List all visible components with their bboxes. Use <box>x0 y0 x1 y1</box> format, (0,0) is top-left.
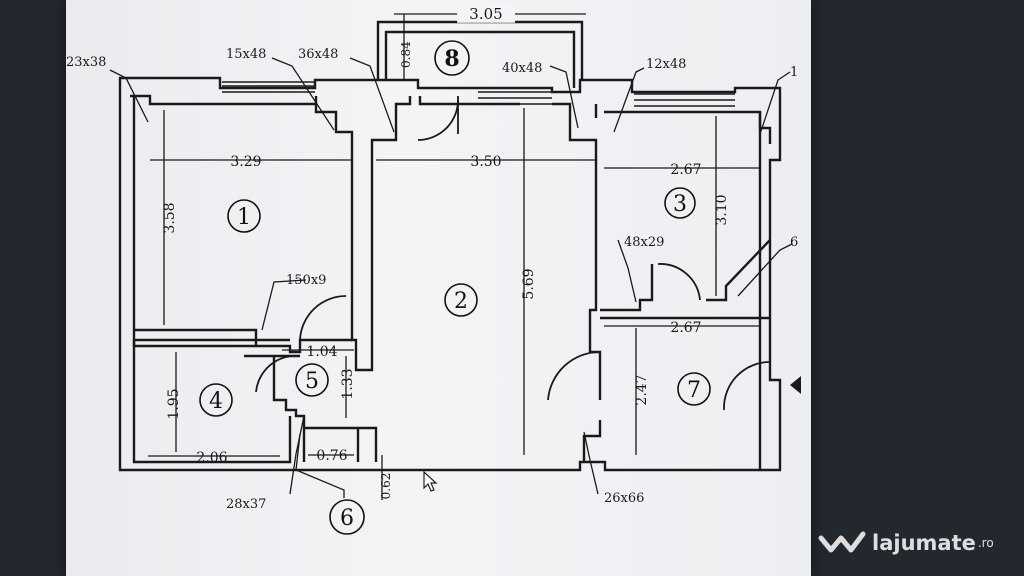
dim-balcony-depth: 0.84 <box>399 41 413 68</box>
wall-room3-right <box>758 112 772 144</box>
callout-36x48: 36x48 <box>298 47 338 62</box>
dim-room1-depth: 3.58 <box>162 202 178 233</box>
room-circles <box>199 40 711 535</box>
room-1-number: 1 <box>237 205 251 230</box>
room-5-number: 5 <box>305 369 319 394</box>
outer-wall <box>118 76 782 472</box>
dim-room3-width: 2.67 <box>670 162 701 178</box>
dim-balcony-width: 3.05 <box>469 5 502 23</box>
mouse-cursor-icon <box>423 470 438 492</box>
dim-room7-width: 2.67 <box>670 320 701 336</box>
room-4-number: 4 <box>209 389 223 414</box>
dim-room2-width: 3.50 <box>470 154 501 170</box>
dim-room6-depth: 0.62 <box>379 473 393 500</box>
wall-1-4 <box>132 328 352 354</box>
dim-room6-width: 0.76 <box>316 448 347 464</box>
balcony-walls <box>376 20 584 88</box>
dim-room3-depth: 3.10 <box>714 194 730 225</box>
callout-26x66: 26x66 <box>604 491 644 506</box>
callout-40x48: 40x48 <box>502 61 542 76</box>
wall-6 <box>304 426 378 462</box>
watermark-tld: .ro <box>977 536 994 550</box>
callout-150x9: 150x9 <box>286 273 326 288</box>
dim-bg-balcony: █████ <box>456 4 515 23</box>
callout-48x29: 48x29 <box>624 235 664 250</box>
dim-room4-depth: 1.95 <box>166 388 182 419</box>
room-3-number: 3 <box>673 192 687 217</box>
room-6-number: 6 <box>340 506 354 531</box>
watermark: lajumate.ro <box>818 530 994 556</box>
room-2-number: 2 <box>454 289 468 314</box>
dim-room1-width: 3.29 <box>230 154 261 170</box>
callout-12x48: 12x48 <box>646 57 686 72</box>
wall-2-3 <box>552 102 602 462</box>
dimension-lines <box>109 13 793 500</box>
dim-room4-width: 2.06 <box>196 450 227 466</box>
inner-outline <box>130 94 762 470</box>
dim-room5-width: 1.04 <box>306 344 337 360</box>
room-8-number: 8 <box>444 46 459 72</box>
watermark-brand: lajumate <box>872 531 976 555</box>
sheet-edge-marker <box>790 376 801 394</box>
wall-3-7 <box>600 239 771 320</box>
dim-room5-depth: 1.33 <box>340 368 356 399</box>
room-7-number: 7 <box>687 378 701 403</box>
dim-room7-depth: 2.47 <box>634 374 650 405</box>
callout-edge-6: 6 <box>790 235 798 250</box>
lajumate-logo-icon <box>818 531 866 553</box>
callout-23x38: 23x38 <box>66 55 106 70</box>
callout-28x37: 28x37 <box>226 497 266 512</box>
wall-1-2 <box>314 96 412 372</box>
dim-room2-depth: 5.69 <box>521 268 537 299</box>
windows <box>222 81 735 107</box>
callout-edge-1: 1 <box>790 65 798 80</box>
callout-15x48: 15x48 <box>226 47 266 62</box>
plan-sheet <box>66 0 811 576</box>
wall-4-5 <box>244 354 306 462</box>
door-arcs <box>255 99 771 411</box>
